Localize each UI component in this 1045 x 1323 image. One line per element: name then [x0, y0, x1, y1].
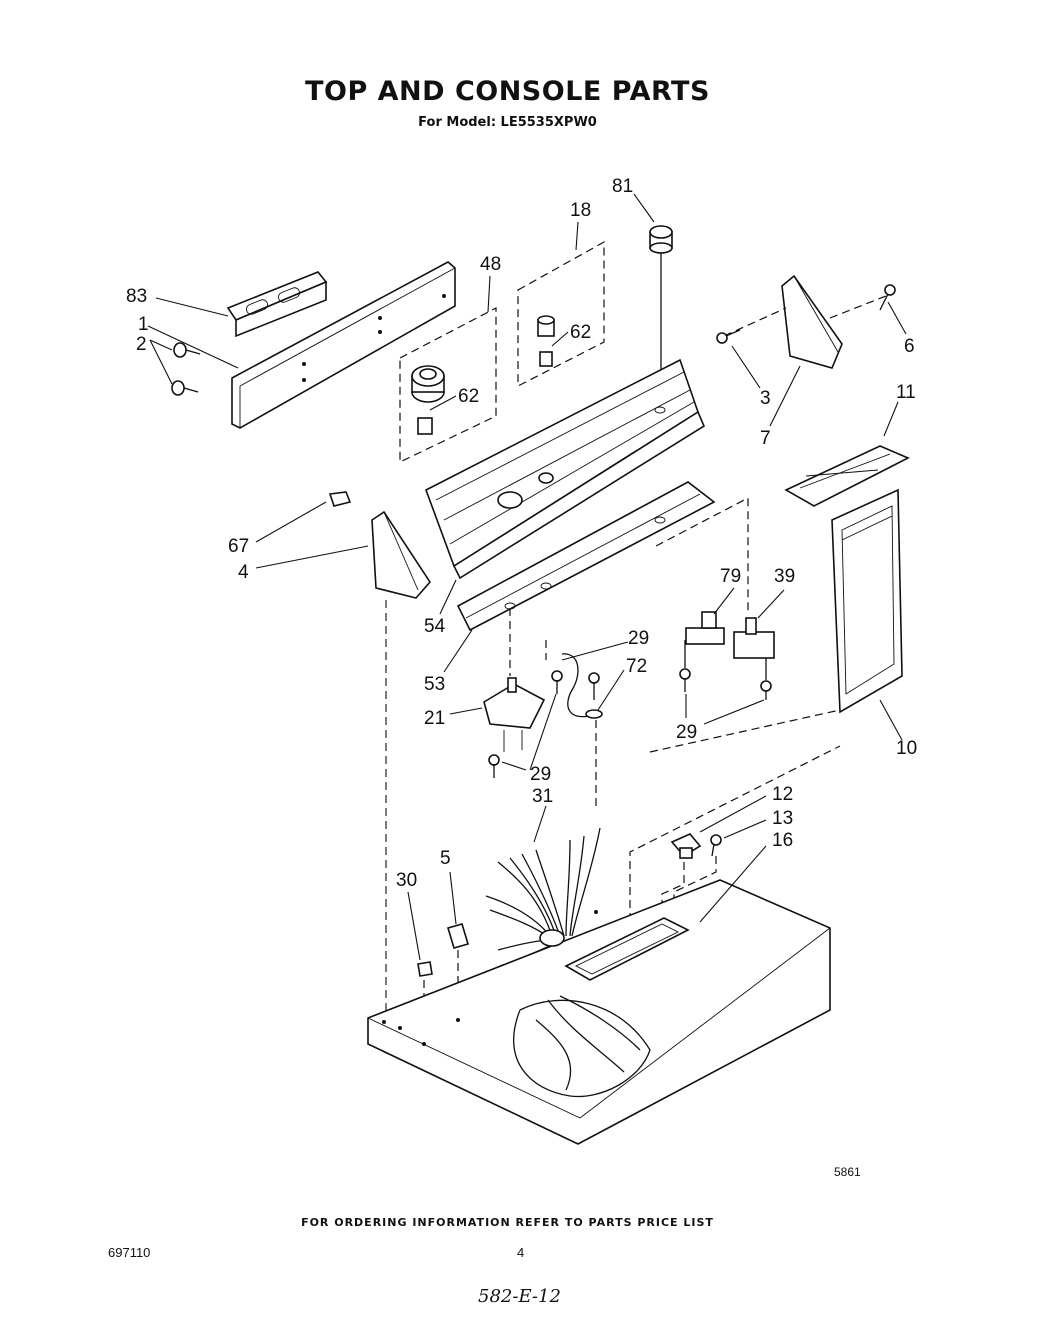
callout-13: 13 — [772, 808, 793, 829]
callout-81: 81 — [612, 176, 633, 197]
callout-4: 4 — [238, 562, 249, 583]
part-21-timer — [483, 608, 546, 752]
part-6-screw — [879, 284, 896, 311]
part-79-switch — [684, 611, 725, 668]
callout-79: 79 — [720, 566, 741, 587]
part-11-cover — [784, 445, 910, 507]
callout-labels: 83 1 2 48 18 81 62 62 3 6 7 11 67 4 54 5… — [126, 176, 917, 891]
part-18-switch-group — [517, 240, 605, 387]
callout-30: 30 — [396, 870, 417, 891]
callout-2: 2 — [136, 334, 147, 355]
part-48-switch-group — [399, 307, 497, 463]
callout-6: 6 — [904, 336, 915, 357]
part-12-bracket — [670, 833, 702, 859]
part-81-knob — [649, 225, 673, 408]
part-7-bracket — [723, 274, 887, 369]
callout-67: 67 — [228, 536, 249, 557]
callout-7: 7 — [760, 428, 771, 449]
page-title: TOP AND CONSOLE PARTS — [305, 76, 710, 107]
handwritten-code: 582-E-12 — [478, 1286, 561, 1307]
document-number: 697110 — [108, 1245, 151, 1260]
part-2-screws — [171, 342, 201, 396]
figure-code: 5861 — [834, 1165, 861, 1179]
part-67-clip — [328, 491, 352, 507]
callout-29-top: 29 — [628, 628, 649, 649]
part-29-screws — [488, 668, 772, 778]
part-83-bracket — [226, 271, 328, 338]
part-72-ground-wire — [545, 640, 603, 810]
callout-29-bottom: 29 — [530, 764, 551, 785]
callout-62-lower: 62 — [458, 386, 479, 407]
callout-1: 1 — [138, 314, 149, 335]
part-54-console — [425, 358, 706, 580]
callout-29-right: 29 — [676, 722, 697, 743]
callout-5: 5 — [440, 848, 451, 869]
callout-11: 11 — [896, 382, 916, 403]
callout-62-upper: 62 — [570, 322, 591, 343]
part-53-console-base — [456, 481, 749, 632]
part-4-end-cap — [371, 510, 432, 1020]
callout-16: 16 — [772, 830, 793, 851]
callout-21: 21 — [424, 708, 445, 729]
callout-12: 12 — [772, 784, 793, 805]
ordering-note: FOR ORDERING INFORMATION REFER TO PARTS … — [301, 1216, 714, 1229]
part-39-switch — [733, 617, 775, 680]
callout-3: 3 — [760, 388, 771, 409]
part-1-rear-panel — [231, 261, 456, 429]
callout-31: 31 — [532, 786, 553, 807]
callout-83: 83 — [126, 286, 147, 307]
callout-39: 39 — [774, 566, 795, 587]
callout-18: 18 — [570, 200, 591, 221]
page-number: 4 — [517, 1245, 525, 1260]
callout-72: 72 — [626, 656, 647, 677]
part-3-screw — [716, 329, 741, 344]
callout-53: 53 — [424, 674, 445, 695]
callout-48: 48 — [480, 254, 501, 275]
part-13-screw — [710, 834, 722, 857]
callout-10: 10 — [896, 738, 917, 759]
top-panel — [367, 879, 831, 1145]
callout-54: 54 — [424, 616, 446, 637]
part-10-lint-screen — [649, 488, 903, 753]
model-subtitle: For Model: LE5535XPW0 — [418, 115, 597, 130]
leader-lines — [147, 193, 907, 961]
